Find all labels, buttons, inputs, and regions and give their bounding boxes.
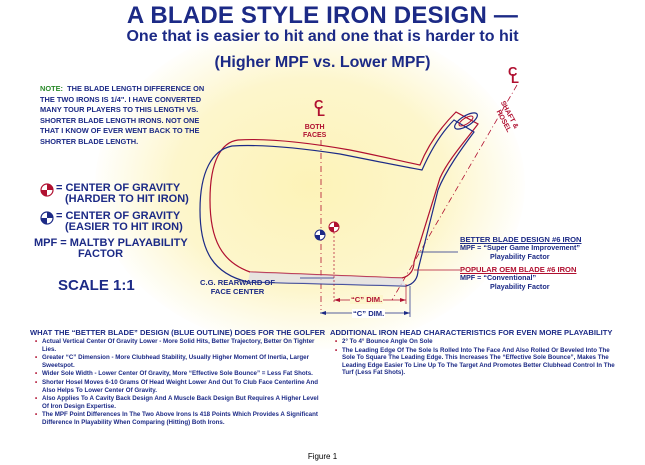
cg-easy-marker: [314, 229, 326, 241]
popular-blade-factor: Playability Factor: [490, 281, 550, 291]
list-item: Wider Sole Width - Lower Center Of Gravi…: [35, 370, 324, 378]
both-faces-line1: BOTH: [304, 124, 325, 131]
better-blade-factor: Playability Factor: [490, 251, 550, 261]
hosel-opening: [454, 112, 478, 130]
subtitle-line-2: (Higher MPF vs. Lower MPF): [214, 54, 431, 71]
cl-left-c: C: [314, 97, 324, 112]
c-dim-blue-label: “C” DIM.: [352, 309, 386, 318]
better-blade-outline: [199, 119, 475, 287]
legend-cg-hard-line2: (HARDER TO HIT IRON): [65, 193, 189, 205]
background-glow: [95, 20, 525, 350]
cl-right-l: L: [511, 71, 519, 86]
better-blade-title: BETTER BLADE DESIGN #6 IRON: [460, 235, 582, 244]
note-label: NOTE:: [40, 84, 63, 93]
scale-label: SCALE 1:1: [58, 277, 135, 294]
legend-cg-hard-line1: = CENTER OF GRAVITY: [56, 182, 181, 194]
c-dim-red-label: “C” DIM.: [350, 295, 384, 304]
shaft-centerline: [391, 84, 518, 301]
note-block: NOTE: THE BLADE LENGTH DIFFERENCE ON THE…: [40, 84, 215, 147]
better-blade-box: BETTER BLADE DESIGN #6 IRON MPF = “Super…: [460, 235, 582, 261]
cg-hard-marker: [328, 221, 340, 233]
list-item: Actual Vertical Center Of Gravity Lower …: [35, 338, 324, 353]
legend-cg-easy-line2: (EASIER TO HIT IRON): [65, 221, 183, 233]
popular-blade-title: POPULAR OEM BLADE #6 IRON: [460, 265, 577, 274]
page-title: A BLADE STYLE IRON DESIGN —: [126, 2, 519, 29]
legend-cg-easy: = CENTER OF GRAVITY (EASIER TO HIT IRON): [56, 211, 183, 233]
figure-caption: Figure 1: [307, 452, 338, 461]
legend-mpf: MPF = MALTBY PLAYABILITY FACTOR: [34, 238, 188, 260]
legend-cg-easy-line1: = CENTER OF GRAVITY: [56, 210, 181, 222]
hosel-bore: [458, 115, 474, 127]
list-item: The MPF Point Differences In The Two Abo…: [35, 411, 324, 426]
right-section-list: 2° To 4° Bounce Angle On Sole The Leadin…: [332, 338, 624, 378]
popular-blade-box: POPULAR OEM BLADE #6 IRON MPF = “Convent…: [460, 265, 577, 291]
centerline-left-symbol: C L: [314, 97, 325, 119]
cg-hard-symbol-icon: [40, 183, 54, 197]
both-faces-label: BOTH FACES: [303, 124, 326, 140]
cl-right-c: C: [508, 64, 518, 79]
list-item: Also Applies To A Cavity Back Design And…: [35, 395, 324, 410]
list-item: The Leading Edge Of The Sole Is Rolled I…: [335, 347, 624, 377]
cg-easy-symbol-icon: [40, 211, 54, 225]
legend-cg-hard: = CENTER OF GRAVITY (HARDER TO HIT IRON): [56, 183, 189, 205]
both-faces-line2: FACES: [303, 132, 327, 139]
sole-shading: [248, 272, 406, 286]
list-item: Shorter Hosel Moves 6-10 Grams Of Head W…: [35, 379, 324, 394]
cg-rearward-line1: C.G. REARWARD OF: [200, 278, 275, 287]
left-section-list: Actual Vertical Center Of Gravity Lower …: [32, 338, 324, 428]
cl-left-l: L: [317, 104, 325, 119]
right-section-heading: ADDITIONAL IRON HEAD CHARACTERISTICS FOR…: [330, 328, 613, 337]
list-item: Greater “C” Dimension - More Clubhead St…: [35, 354, 324, 369]
cg-rearward-label: C.G. REARWARD OF FACE CENTER: [200, 278, 275, 296]
note-text: THE BLADE LENGTH DIFFERENCE ON THE TWO I…: [40, 84, 205, 146]
legend-mpf-line2: FACTOR: [78, 248, 124, 260]
better-blade-mpf: MPF = “Super Game Improvement”: [460, 243, 581, 253]
cg-rearward-line2: FACE CENTER: [210, 287, 265, 296]
list-item: 2° To 4° Bounce Angle On Sole: [335, 338, 624, 346]
legend-mpf-line1: MPF = MALTBY PLAYABILITY: [34, 237, 188, 249]
popular-blade-outline: [209, 111, 479, 279]
popular-blade-mpf: MPF = “Conventional”: [460, 273, 537, 283]
left-section-heading: WHAT THE “BETTER BLADE” DESIGN (BLUE OUT…: [30, 328, 326, 337]
subtitle-line-1: One that is easier to hit and one that i…: [126, 28, 519, 45]
centerline-right-symbol: C L: [508, 64, 519, 86]
